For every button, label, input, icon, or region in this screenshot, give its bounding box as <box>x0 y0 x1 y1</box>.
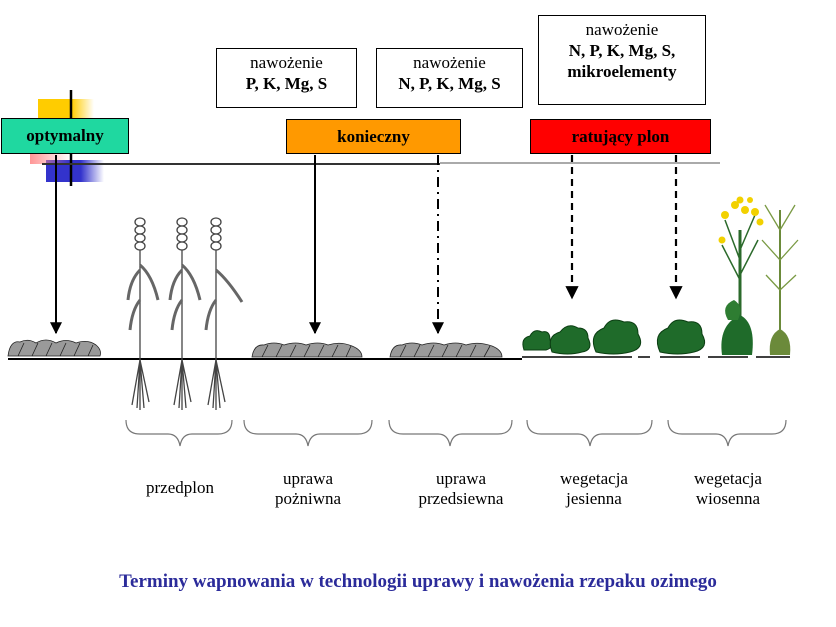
period-label-przedplon: przedplon <box>120 478 240 498</box>
fertilization-title: nawożenie <box>413 53 486 72</box>
diagram-caption: Terminy wapnowania w technologii uprawy … <box>119 571 717 592</box>
period-line1: uprawa <box>282 469 334 488</box>
period-line2: pożniwna <box>274 489 342 508</box>
period-line2: jesienna <box>566 489 622 508</box>
cereal-plants-icon <box>126 217 244 410</box>
fertilization-title: nawożenie <box>250 53 323 72</box>
stage-optymalny: optymalny <box>1 118 129 154</box>
period-line1: uprawa <box>435 469 487 488</box>
fertilization-title: nawożenie <box>585 20 659 39</box>
fertilization-box-npkmgs: nawożenie N, P, K, Mg, S <box>376 48 523 108</box>
rapeseed-rosettes-icon <box>522 319 706 355</box>
period-line2: wiosenna <box>695 489 761 508</box>
stage-ratujacy-plon: ratujący plon <box>530 119 711 154</box>
period-line2: przedsiewna <box>418 489 504 508</box>
period-label-uprawa-przedsiewna: uprawa przedsiewna <box>396 469 526 509</box>
period-braces <box>125 419 787 447</box>
period-line1: wegetacja <box>694 469 762 488</box>
flowering-rapeseed-icon <box>718 196 799 355</box>
soil-clods-3 <box>389 342 503 358</box>
stage-konieczny: konieczny <box>286 119 461 154</box>
period-label-wegetacja-jesienna: wegetacja jesienna <box>534 469 654 509</box>
fertilization-nutrients: N, P, K, Mg, S, <box>568 41 676 60</box>
soil-clods-1 <box>7 339 101 357</box>
fertilization-box-pkmgs: nawożenie P, K, Mg, S <box>216 48 357 108</box>
soil-clods-2 <box>251 342 363 358</box>
period-line1: przedplon <box>146 478 214 497</box>
period-line1: wegetacja <box>560 469 628 488</box>
fertilization-nutrients: N, P, K, Mg, S <box>398 74 501 93</box>
fertilization-nutrients: P, K, Mg, S <box>245 74 328 93</box>
fertilization-micro: mikroelementy <box>567 62 677 81</box>
period-label-wegetacja-wiosenna: wegetacja wiosenna <box>668 469 788 509</box>
period-label-uprawa-pozniwna: uprawa pożniwna <box>248 469 368 509</box>
fertilization-box-npkmgs-micro: nawożenie N, P, K, Mg, S, mikroelementy <box>538 15 706 105</box>
